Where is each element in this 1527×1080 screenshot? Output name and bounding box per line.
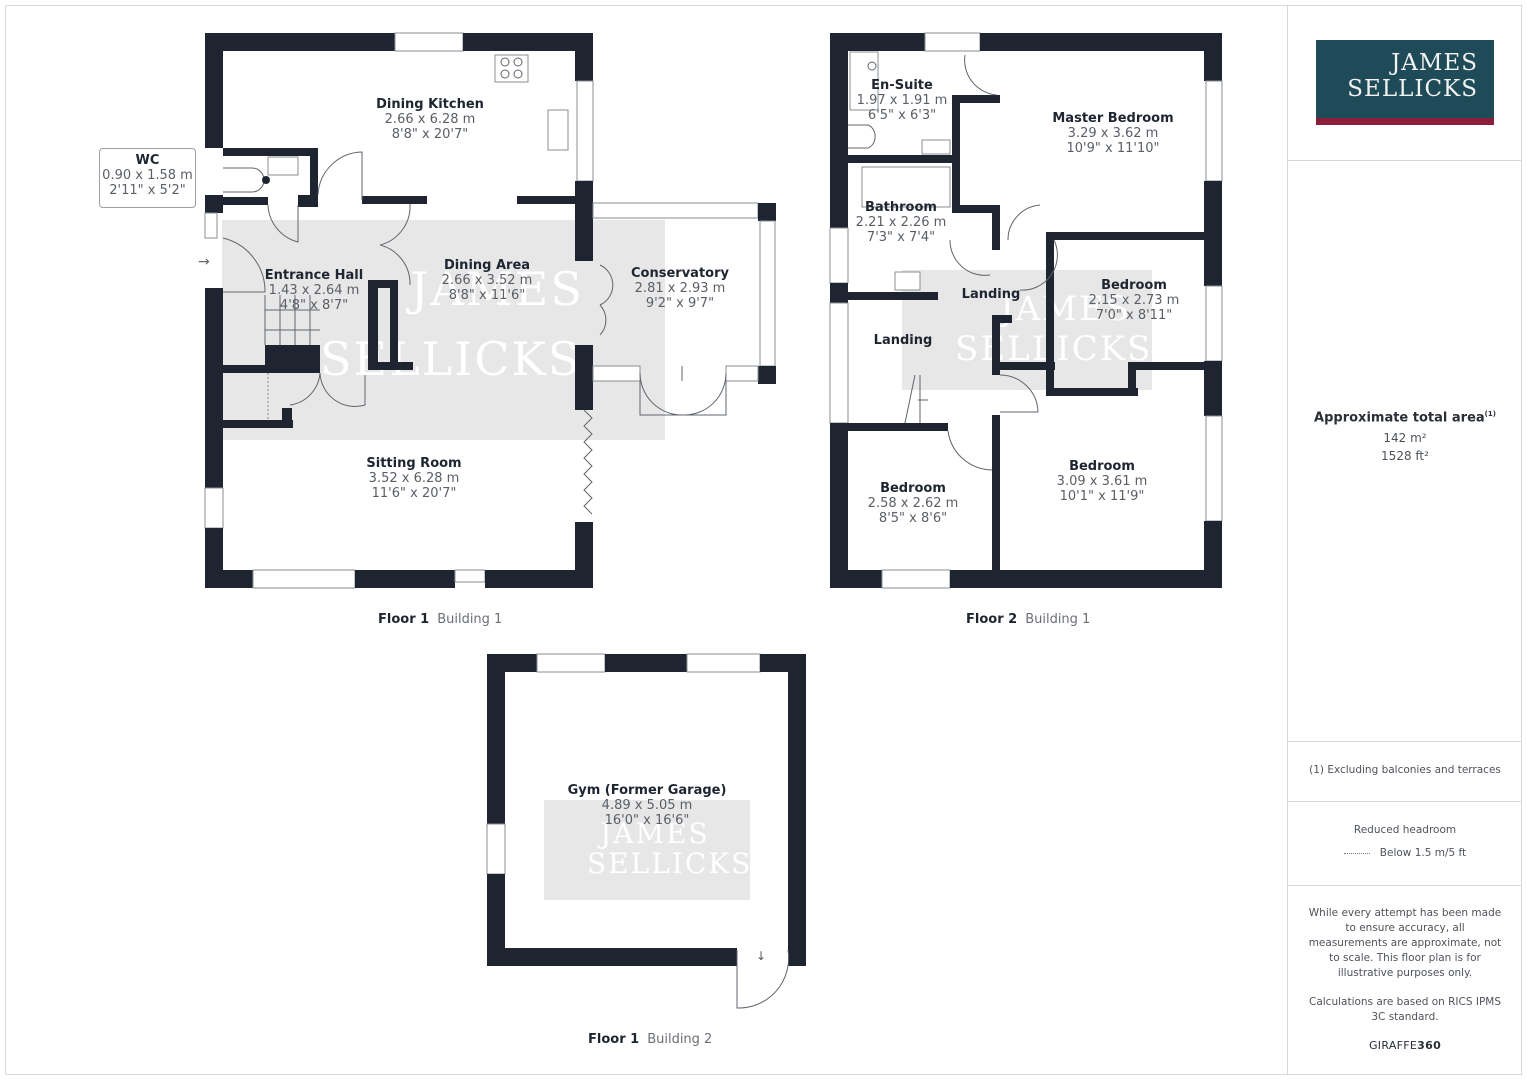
room-imperial: 16'0" x 16'6": [604, 813, 690, 828]
calc-note: Calculations are based on RICS IPMS 3C s…: [1308, 996, 1502, 1023]
room-name: Dining Area: [443, 258, 531, 273]
room-name: Master Bedroom: [1052, 111, 1174, 126]
svg-text:JAMES: JAMES: [997, 289, 1131, 329]
floor2-building1-fixtures: [848, 51, 1058, 471]
room-name: Dining Kitchen: [376, 97, 484, 112]
room-imperial: 6'5" x 6'3": [867, 108, 937, 123]
svg-text:↓: ↓: [756, 949, 766, 963]
svg-text:→: →: [198, 254, 210, 270]
floor-label: Floor 1: [588, 1032, 640, 1047]
floor-label: Floor 2: [966, 612, 1018, 627]
room-name: Bedroom: [1101, 278, 1167, 293]
floor-caption-2: Floor 2 Building 1: [966, 612, 1090, 627]
room-imperial: 4'8" x 8'7": [279, 298, 349, 313]
svg-text:JAMES: JAMES: [597, 817, 710, 850]
page-frame: [5, 5, 1522, 1075]
room-imperial: 7'0" x 8'11": [1095, 308, 1173, 323]
room-metric: 2.15 x 2.73 m: [1088, 293, 1180, 308]
room-name: Landing: [961, 287, 1021, 302]
gym-walls: ↓: [486, 653, 806, 1009]
room-metric: 4.89 x 5.05 m: [601, 798, 693, 813]
floor1-building1-walls: [204, 32, 594, 589]
room-metric: 2.21 x 2.26 m: [855, 215, 947, 230]
room-bathroom: Bathroom 2.21 x 2.26 m 7'3" x 7'4": [856, 200, 947, 245]
room-name: Sitting Room: [366, 456, 462, 471]
building-label: Building 1: [437, 612, 503, 627]
logo-accent-bar: [1316, 118, 1494, 125]
room-landing-lower: Landing: [874, 333, 933, 348]
room-imperial: 9'2" x 9'7": [645, 296, 715, 311]
room-name: En-Suite: [871, 78, 933, 93]
room-name: Bedroom: [880, 481, 946, 496]
logo-section: JAMES SELLICKS: [1288, 6, 1522, 161]
room-metric: 3.09 x 3.61 m: [1056, 474, 1148, 489]
giraffe360-credit: GIRAFFE360: [1368, 1039, 1442, 1052]
room-metric: 1.97 x 1.91 m: [856, 93, 948, 108]
conservatory-walls: [592, 202, 776, 416]
room-bedroom-2: Bedroom 2.15 x 2.73 m 7'0" x 8'11": [1089, 278, 1180, 323]
footnote-section: (1) Excluding balconies and terraces: [1288, 741, 1522, 802]
room-imperial: 8'8" x 20'7": [391, 127, 469, 142]
room-metric: 3.29 x 3.62 m: [1067, 126, 1159, 141]
room-imperial: 2'11" x 5'2": [109, 183, 186, 198]
room-en-suite: En-Suite 1.97 x 1.91 m 6'5" x 6'3": [857, 78, 948, 123]
room-landing-upper: Landing: [962, 287, 1021, 302]
room-name: Bathroom: [865, 200, 937, 215]
room-dining-kitchen: Dining Kitchen 2.66 x 6.28 m 8'8" x 20'7…: [376, 97, 484, 142]
room-dining-area: Dining Area 2.66 x 3.52 m 8'8" x 11'6": [442, 258, 533, 303]
headroom-title: Reduced headroom: [1353, 824, 1457, 836]
floor-caption-1: Floor 1 Building 1: [378, 612, 502, 627]
watermark-gym: JAMES SELLICKS: [544, 800, 752, 900]
room-metric: 1.43 x 2.64 m: [268, 283, 360, 298]
room-name: Bedroom: [1069, 459, 1135, 474]
room-name: Landing: [873, 333, 933, 348]
james-sellicks-logo: JAMES SELLICKS: [1316, 40, 1494, 125]
floor-label: Floor 1: [378, 612, 430, 627]
room-sitting-room: Sitting Room 3.52 x 6.28 m 11'6" x 20'7": [366, 456, 461, 501]
room-metric: 0.90 x 1.58 m: [102, 168, 193, 183]
area-title: Approximate total area(1): [1314, 410, 1496, 426]
room-metric: 3.52 x 6.28 m: [368, 471, 460, 486]
building-label: Building 1: [1025, 612, 1091, 627]
room-bedroom-3: Bedroom 2.58 x 2.62 m 8'5" x 8'6": [868, 481, 959, 526]
room-imperial: 10'9" x 11'10": [1066, 141, 1160, 156]
room-name: WC: [135, 153, 160, 168]
room-imperial: 8'5" x 8'6": [878, 511, 948, 526]
room-name: Conservatory: [631, 266, 729, 281]
room-imperial: 11'6" x 20'7": [371, 486, 457, 501]
floor-caption-3: Floor 1 Building 2: [588, 1032, 712, 1047]
svg-text:JAMES: JAMES: [406, 262, 584, 316]
room-name: Entrance Hall: [264, 268, 364, 283]
room-metric: 2.81 x 2.93 m: [634, 281, 726, 296]
disclaimer-text: While every attempt has been made to ens…: [1308, 907, 1502, 979]
area-section: Approximate total area(1) 142 m² 1528 ft…: [1288, 160, 1522, 742]
room-wc-callout: WC 0.90 x 1.58 m 2'11" x 5'2": [99, 148, 196, 208]
room-gym: Gym (Former Garage) 4.89 x 5.05 m 16'0" …: [568, 783, 727, 828]
logo-text: JAMES SELLICKS: [1347, 50, 1478, 102]
room-metric: 2.66 x 6.28 m: [384, 112, 476, 127]
disclaimer-section: While every attempt has been made to ens…: [1288, 885, 1522, 1074]
room-name: Gym (Former Garage): [567, 783, 727, 798]
area-ft2: 1528 ft²: [1381, 449, 1429, 464]
room-entrance-hall: Entrance Hall 1.43 x 2.64 m 4'8" x 8'7": [265, 268, 363, 313]
room-imperial: 7'3" x 7'4": [866, 230, 936, 245]
room-metric: 2.58 x 2.62 m: [867, 496, 959, 511]
floor1-building1-fixtures: →: [198, 54, 593, 515]
svg-text:SELLICKS: SELLICKS: [587, 847, 752, 880]
room-master-bedroom: Master Bedroom 3.29 x 3.62 m 10'9" x 11'…: [1052, 111, 1173, 156]
headroom-legend: Below 1.5 m/5 ft: [1288, 846, 1522, 861]
info-sidebar: JAMES SELLICKS Approximate total area(1)…: [1287, 6, 1522, 1074]
room-imperial: 10'1" x 11'9": [1059, 489, 1145, 504]
floor2-building1-walls: [829, 32, 1223, 589]
room-conservatory: Conservatory 2.81 x 2.93 m 9'2" x 9'7": [631, 266, 729, 311]
building-label: Building 2: [647, 1032, 713, 1047]
footnote-text: (1) Excluding balconies and terraces: [1309, 764, 1501, 776]
svg-text:SELLICKS: SELLICKS: [320, 332, 581, 386]
headroom-section: Reduced headroom Below 1.5 m/5 ft: [1288, 801, 1522, 886]
room-imperial: 8'8" x 11'6": [448, 288, 526, 303]
room-bedroom-4: Bedroom 3.09 x 3.61 m 10'1" x 11'9": [1057, 459, 1148, 504]
dotted-line-icon: [1343, 852, 1370, 854]
room-metric: 2.66 x 3.52 m: [441, 273, 533, 288]
area-m2: 142 m²: [1383, 431, 1427, 446]
